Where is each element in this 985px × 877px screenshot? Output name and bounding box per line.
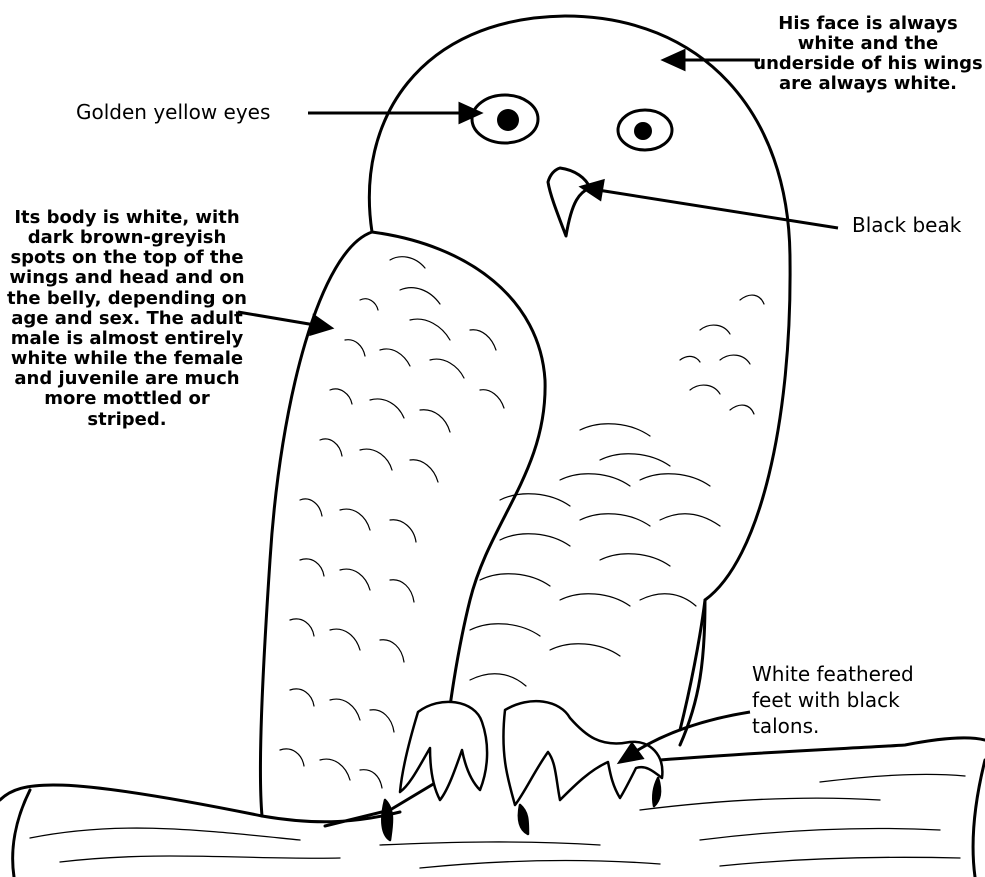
- owl-eye-left: [472, 95, 538, 143]
- branch-bottom-right: [973, 760, 985, 877]
- label-black-beak: Black beak: [852, 214, 982, 236]
- arrow-beak: [598, 190, 838, 228]
- label-feathered-feet: White feathered feet with black talons.: [752, 661, 952, 739]
- branch-bottom-left: [13, 790, 30, 877]
- owl-body-outline: [369, 16, 790, 730]
- owl-beak: [548, 168, 590, 236]
- label-body-description: Its body is white, with dark brown-greyi…: [2, 208, 252, 430]
- owl-eye-right: [618, 110, 672, 150]
- label-golden-yellow-eyes: Golden yellow eyes: [76, 101, 306, 123]
- label-face-white: His face is always white and the undersi…: [752, 14, 984, 95]
- owl-feet: [382, 701, 662, 840]
